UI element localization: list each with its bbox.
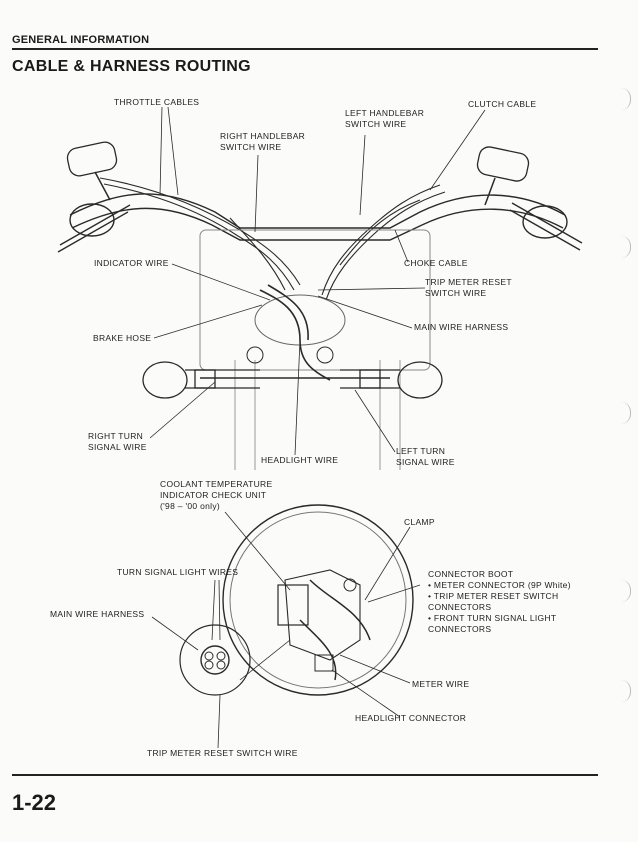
label-line: INDICATOR CHECK UNIT: [160, 490, 267, 500]
label-line: SIGNAL WIRE: [396, 457, 455, 467]
label-clutch-cable: CLUTCH CABLE: [468, 99, 537, 109]
label-connector-boot: CONNECTOR BOOT • METER CONNECTOR (9P Whi…: [428, 569, 571, 635]
page-title: CABLE & HARNESS ROUTING: [12, 58, 251, 75]
handlebar: [57, 193, 583, 253]
label-line: • TRIP METER RESET SWITCH: [428, 591, 559, 601]
label-line: RIGHT HANDLEBAR: [220, 131, 306, 141]
label-right-turn-signal-wire: RIGHT TURN SIGNAL WIRE: [88, 431, 147, 453]
label-line: TRIP METER RESET: [425, 277, 512, 287]
section-header: GENERAL INFORMATION: [12, 34, 150, 46]
label-clamp: CLAMP: [404, 517, 435, 527]
label-left-turn-signal-wire: LEFT TURN SIGNAL WIRE: [396, 446, 455, 468]
right-mirror: [476, 146, 530, 206]
headlight-housing: [222, 504, 414, 696]
left-turn-signal: [340, 361, 443, 399]
binder-hole-mark: [616, 680, 631, 702]
binder-hole-mark: [616, 88, 631, 110]
binder-hole-mark: [616, 580, 631, 602]
label-line: SWITCH WIRE: [345, 119, 407, 129]
connector-detail: [179, 624, 251, 696]
label-line: LEFT TURN: [396, 446, 446, 456]
label-coolant-temp-unit: COOLANT TEMPERATURE INDICATOR CHECK UNIT…: [160, 479, 272, 512]
footer-rule: [12, 774, 598, 776]
label-line: • METER CONNECTOR (9P White): [428, 580, 571, 590]
label-throttle-cables: THROTTLE CABLES: [114, 97, 200, 107]
label-meter-wire: METER WIRE: [412, 679, 470, 689]
label-trip-meter-reset-switch-wire-bottom: TRIP METER RESET SWITCH WIRE: [147, 748, 298, 758]
label-line: LEFT HANDLEBAR: [345, 108, 425, 118]
left-mirror: [66, 141, 118, 201]
fork-assembly: [199, 229, 431, 470]
label-line: CONNECTORS: [428, 602, 492, 612]
label-trip-meter-reset-switch-wire-top: TRIP METER RESET SWITCH WIRE: [425, 277, 512, 299]
label-headlight-wire: HEADLIGHT WIRE: [261, 455, 339, 465]
page-number: 1-22: [12, 790, 57, 815]
label-line: COOLANT TEMPERATURE: [160, 479, 273, 489]
label-main-wire-harness-top: MAIN WIRE HARNESS: [414, 322, 509, 332]
label-main-wire-harness-bottom: MAIN WIRE HARNESS: [50, 609, 145, 619]
binder-hole-mark: [616, 236, 631, 258]
label-right-handlebar-switch-wire: RIGHT HANDLEBAR SWITCH WIRE: [220, 131, 305, 153]
right-turn-signal: [142, 361, 260, 399]
label-line: • FRONT TURN SIGNAL LIGHT: [428, 613, 557, 623]
label-choke-cable: CHOKE CABLE: [404, 258, 468, 268]
label-line: CONNECTORS: [428, 624, 492, 634]
label-brake-hose: BRAKE HOSE: [93, 333, 152, 343]
binder-hole-mark: [616, 402, 631, 424]
label-line: SIGNAL WIRE: [88, 442, 147, 452]
label-line: SWITCH WIRE: [425, 288, 487, 298]
label-line: RIGHT TURN: [88, 431, 144, 441]
label-turn-signal-light-wires: TURN SIGNAL LIGHT WIRES: [117, 567, 239, 577]
cable-bundle: [99, 177, 446, 301]
label-line: SWITCH WIRE: [220, 142, 282, 152]
label-line: CONNECTOR BOOT: [428, 569, 514, 579]
label-headlight-connector: HEADLIGHT CONNECTOR: [355, 713, 467, 723]
leader-lines: [149, 106, 486, 749]
label-indicator-wire: INDICATOR WIRE: [94, 258, 169, 268]
label-line: ('98 – '00 only): [160, 501, 221, 511]
label-left-handlebar-switch-wire: LEFT HANDLEBAR SWITCH WIRE: [345, 108, 424, 130]
header-rule: [12, 48, 598, 50]
